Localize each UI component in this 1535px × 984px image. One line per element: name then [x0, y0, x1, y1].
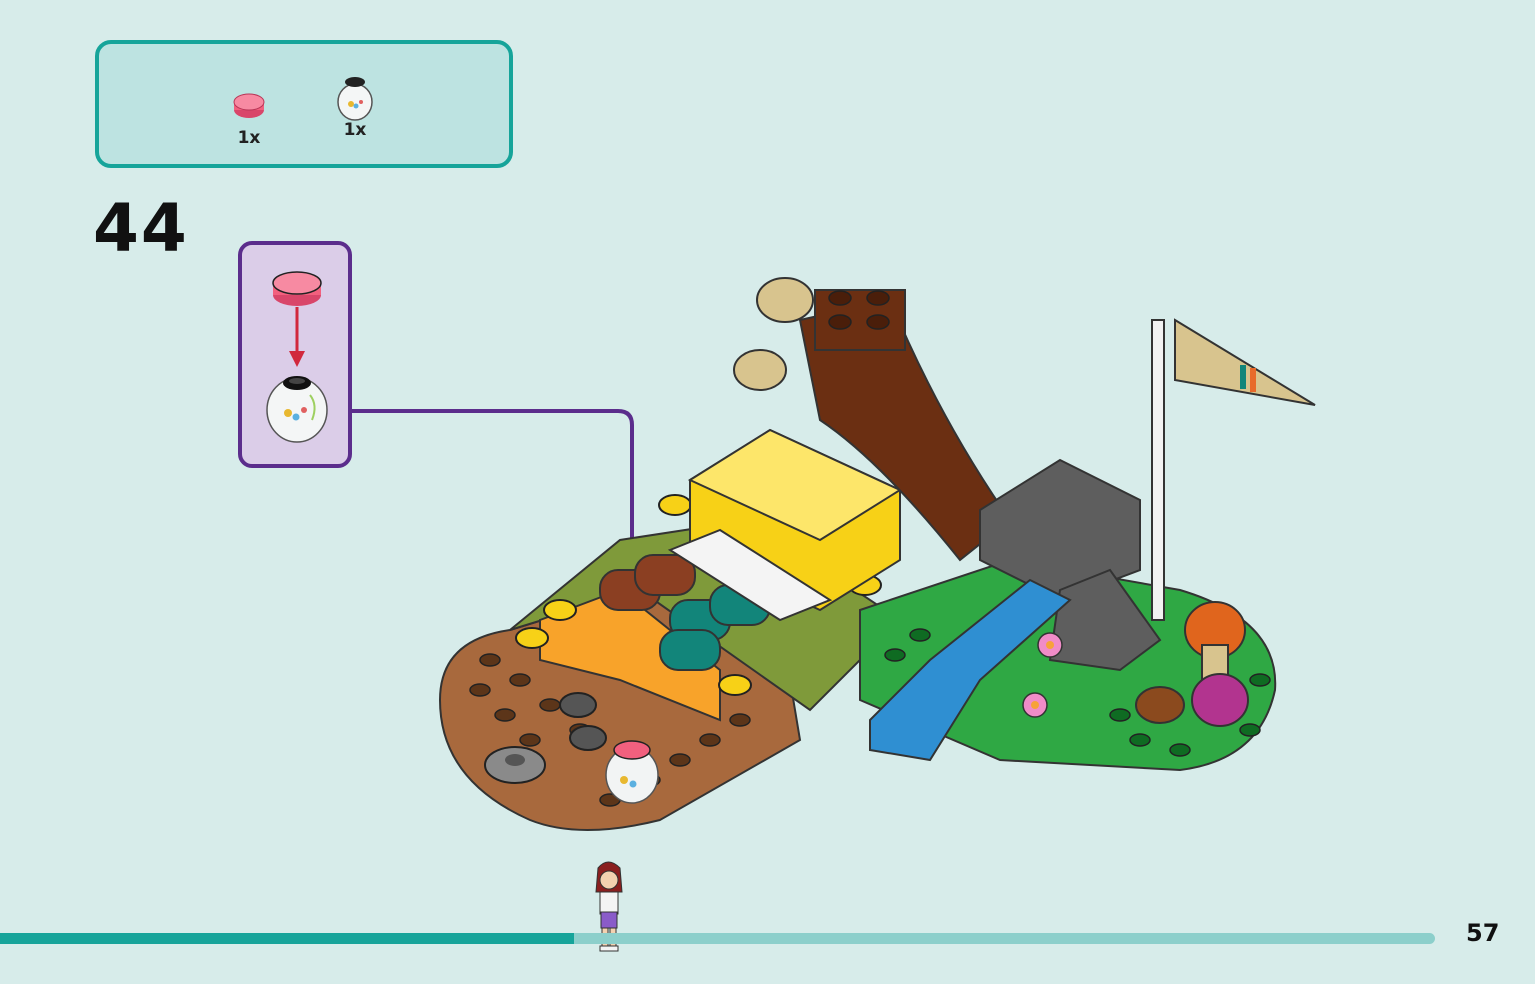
- subassembly-diagram: [266, 271, 328, 443]
- build-scene-illustration: [438, 277, 1316, 831]
- part-jar: 1x: [325, 72, 385, 140]
- pink-round-tile-icon: [233, 93, 265, 118]
- subassembly-callout: [238, 241, 352, 468]
- part-pink-tile: 1x: [219, 92, 279, 148]
- part-qty: 1x: [237, 128, 261, 148]
- transparent-jar-icon: [337, 77, 373, 121]
- progress-bar-fill: [0, 933, 574, 944]
- part-qty: 1x: [343, 120, 367, 140]
- parts-list-box: 1x 1x: [95, 40, 513, 168]
- step-number: 44: [93, 190, 189, 267]
- page-number: 57: [1466, 919, 1500, 947]
- progress-bar: [0, 933, 1435, 944]
